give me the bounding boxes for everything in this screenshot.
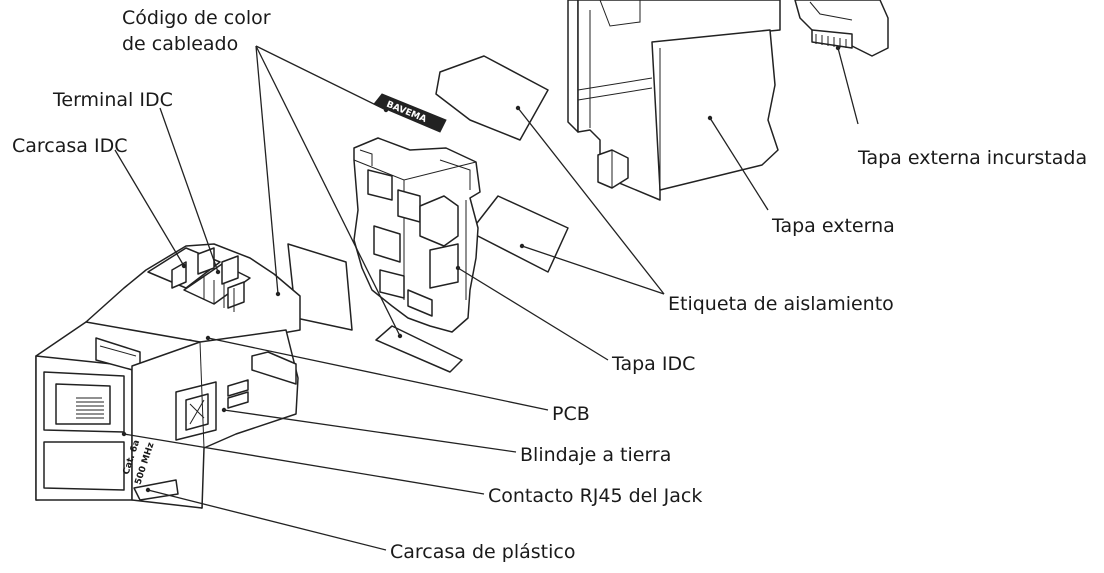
color-code-strip: BAVEMA (373, 93, 447, 133)
label-blindaje-tierra: Blindaje a tierra (520, 444, 671, 466)
label-pcb: PCB (552, 403, 590, 425)
label-carcasa-idc: Carcasa IDC (12, 135, 127, 157)
embedded-outer-cover (794, 0, 889, 57)
outer-cover (567, 0, 781, 201)
idc-cover (353, 137, 481, 333)
label-contacto-rj45: Contacto RJ45 del Jack (488, 485, 702, 507)
label-tapa-externa-incurstada: Tapa externa incurstada (857, 147, 1087, 169)
insulation-label-right (469, 195, 569, 273)
jack-assembly: Cat. 6a 500 MHz (35, 243, 301, 509)
insulation-label-bottom (375, 325, 463, 373)
label-tapa-idc: Tapa IDC (611, 353, 695, 375)
label-carcasa-plastico: Carcasa de plástico (390, 541, 575, 563)
label-codigo-color-line1: Código de color (122, 7, 271, 29)
insulation-label-top (435, 55, 549, 141)
label-tapa-externa: Tapa externa (771, 215, 895, 237)
callout-labels: Código de color de cableado Terminal IDC… (12, 7, 1087, 563)
leader-lines (114, 45, 859, 551)
label-codigo-color-line2: de cableado (122, 33, 238, 55)
label-etiqueta-aislamiento: Etiqueta de aislamiento (668, 293, 894, 315)
label-terminal-idc: Terminal IDC (52, 89, 173, 111)
